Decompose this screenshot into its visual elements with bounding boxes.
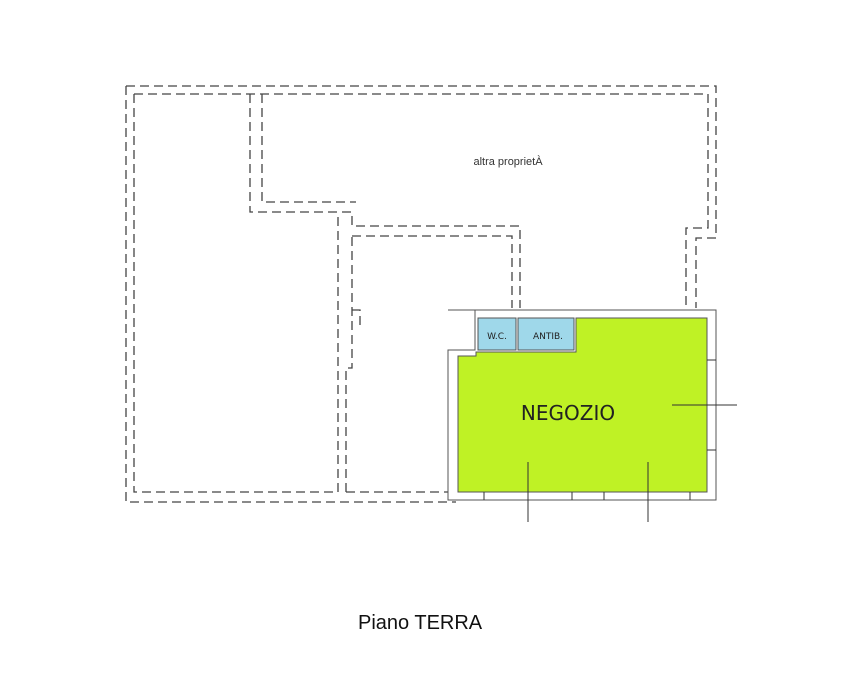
- other-property-outline: [125, 85, 717, 503]
- antib-room: [517, 317, 575, 351]
- antib-label: ANTIB.: [533, 332, 563, 342]
- window-marks: [483, 359, 716, 500]
- shop-label: NEGOZIO: [521, 401, 615, 425]
- floor-caption: Piano TERRA: [358, 612, 483, 634]
- wc-label: W.C.: [487, 332, 507, 342]
- shop-area: [457, 317, 708, 493]
- other-property-label: altra proprietÀ: [473, 155, 543, 168]
- leader-lines: [527, 404, 737, 522]
- wc-room: [477, 317, 517, 351]
